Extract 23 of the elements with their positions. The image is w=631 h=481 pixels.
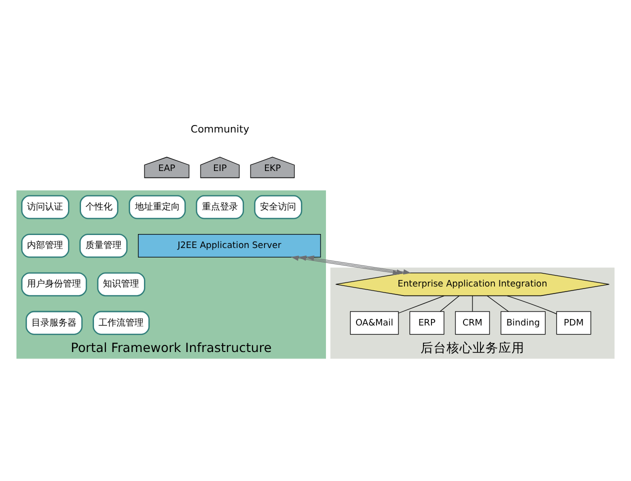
- node-box: ERP: [409, 310, 444, 334]
- node-box: CRM: [455, 310, 490, 334]
- connector: [440, 294, 460, 312]
- node-box: 知识管理: [97, 272, 146, 296]
- node-box: 用户身份管理: [21, 272, 88, 296]
- node-box: 访问认证: [21, 194, 70, 219]
- node-box: 安全访问: [254, 194, 302, 219]
- node-box: 内部管理: [21, 233, 70, 258]
- node-box: J2EE Application Server: [138, 234, 321, 257]
- node-box: OA&Mail: [350, 310, 399, 334]
- node-box: 质量管理: [79, 233, 128, 258]
- node-box: 地址重定向: [128, 194, 186, 219]
- node-box: 重点登录: [196, 194, 244, 219]
- node-box: 目录服务器: [26, 310, 83, 334]
- connector: [472, 294, 473, 312]
- connector: [398, 294, 444, 313]
- connector: [506, 294, 557, 314]
- connector: [486, 294, 509, 312]
- node-box: Binding: [500, 310, 546, 334]
- label: Community: [190, 124, 250, 135]
- node-box: 个性化: [80, 194, 118, 219]
- node-box: 工作流管理: [92, 310, 150, 334]
- node-box: PDM: [556, 310, 592, 334]
